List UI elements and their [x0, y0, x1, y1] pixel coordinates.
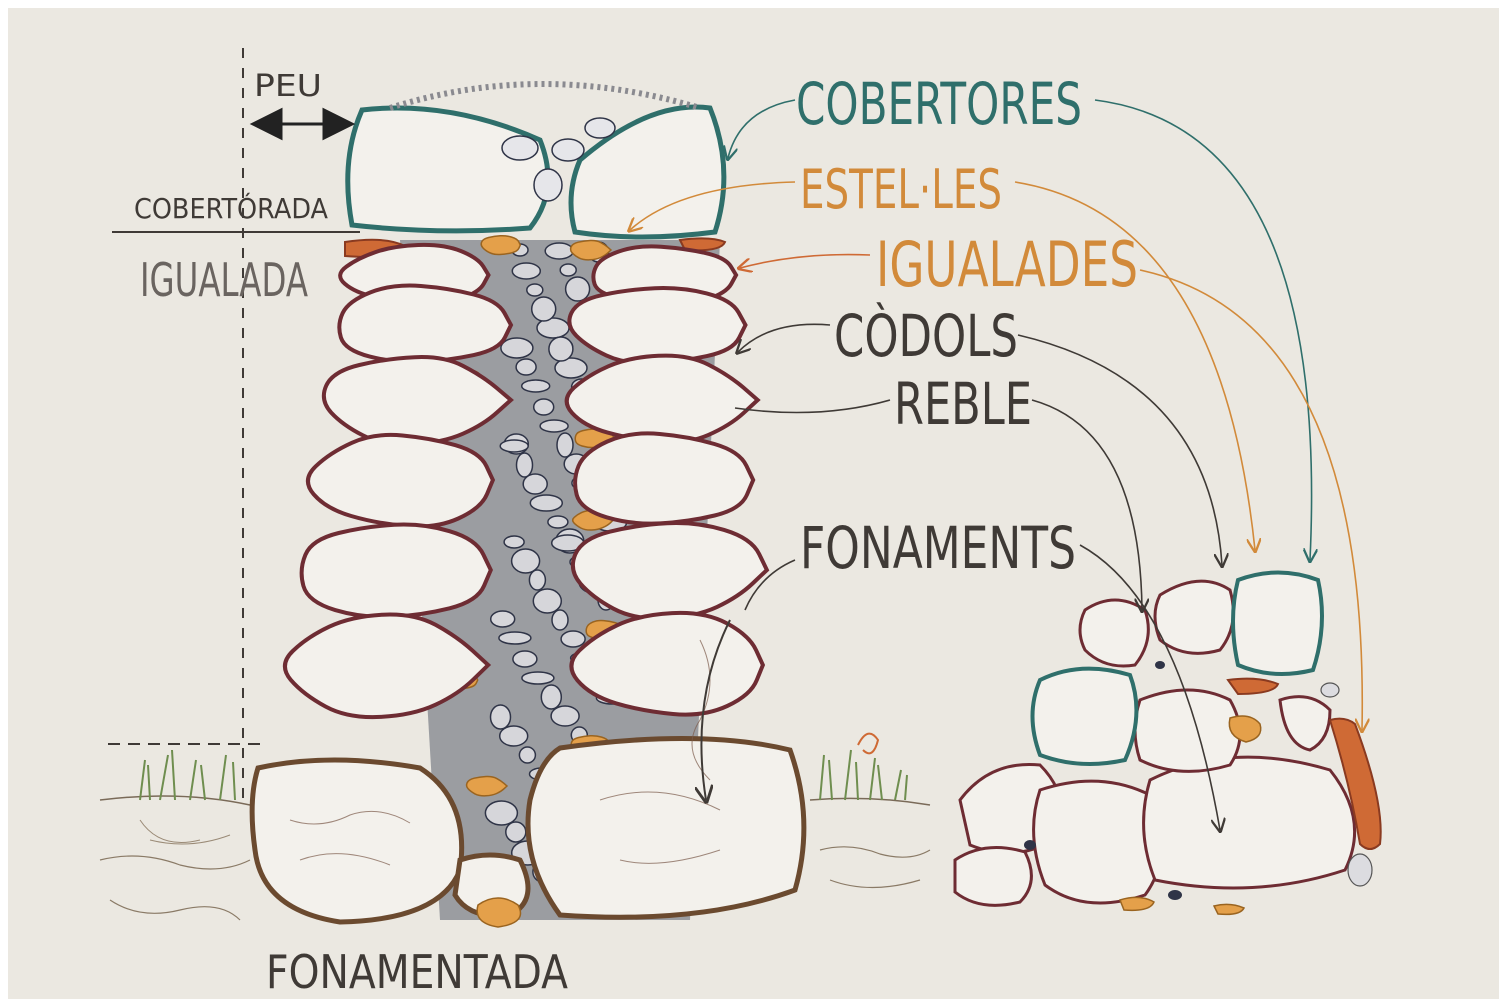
- codol-stone: [573, 523, 767, 619]
- main-wall: [252, 84, 804, 927]
- codol-stone: [302, 525, 491, 617]
- reble-pebble: [491, 611, 515, 627]
- reble-pebble: [522, 672, 554, 684]
- reble-pebble: [491, 705, 511, 729]
- label-cobertorada: COBERTÓRADA: [134, 191, 328, 225]
- pile-cobertor-top: [1233, 573, 1322, 675]
- reble-pebble: [513, 651, 537, 667]
- reble-pebble: [545, 243, 573, 259]
- reble-pebble: [530, 495, 562, 511]
- reble-pebble: [548, 516, 568, 528]
- reble-pebble: [519, 747, 535, 763]
- reble-pebble: [501, 338, 533, 358]
- label-estelles: ESTEL·LES: [800, 158, 1002, 221]
- reble-pebble: [512, 549, 540, 573]
- reble-pebble: [551, 706, 579, 726]
- estella-stone: [481, 236, 520, 255]
- label-fonaments: FONAMENTS: [800, 514, 1076, 582]
- reble-pebble: [485, 801, 517, 825]
- label-reble: REBLE: [894, 370, 1032, 438]
- reble-pebble: [549, 337, 573, 361]
- reble-pebble: [532, 297, 556, 321]
- label-igualada: IGUALADA: [140, 253, 308, 307]
- reble-pebble: [534, 399, 554, 415]
- codol-stone: [575, 433, 753, 523]
- reble-pebble: [557, 433, 573, 457]
- reble-pebble: [516, 359, 536, 375]
- stone-pile: [955, 573, 1381, 915]
- label-codols: CÒDOLS: [834, 301, 1018, 370]
- label-cobertores: COBERTORES: [796, 70, 1082, 138]
- reble-pebble: [517, 453, 533, 477]
- label-fonamentada: FONAMENTADA: [266, 945, 568, 999]
- codol-stone: [569, 288, 745, 363]
- codol-stone: [308, 435, 493, 527]
- reble-pebble: [540, 420, 568, 432]
- label-peu: PEU: [254, 69, 322, 104]
- pile-cobertor-left: [1033, 669, 1137, 764]
- reble-pebble: [504, 536, 524, 548]
- reble-pebble: [566, 277, 590, 301]
- reble-pebble: [533, 589, 561, 613]
- reble-pebble: [560, 264, 576, 276]
- reble-pebble: [552, 610, 568, 630]
- reble-pebble: [561, 631, 585, 647]
- cobertores-stones: [348, 107, 724, 237]
- reble-pebble: [500, 440, 528, 452]
- reble-pebble: [522, 380, 550, 392]
- reble-pebble: [529, 570, 545, 590]
- label-igualades: IGUALADES: [876, 228, 1138, 301]
- reble-pebble: [527, 284, 543, 296]
- reble-pebble: [512, 263, 540, 279]
- codol-stone: [339, 286, 511, 362]
- foundation-orange: [477, 898, 520, 927]
- reble-pebble: [499, 632, 531, 644]
- reble-pebble: [506, 822, 526, 842]
- reble-pebble: [541, 685, 561, 709]
